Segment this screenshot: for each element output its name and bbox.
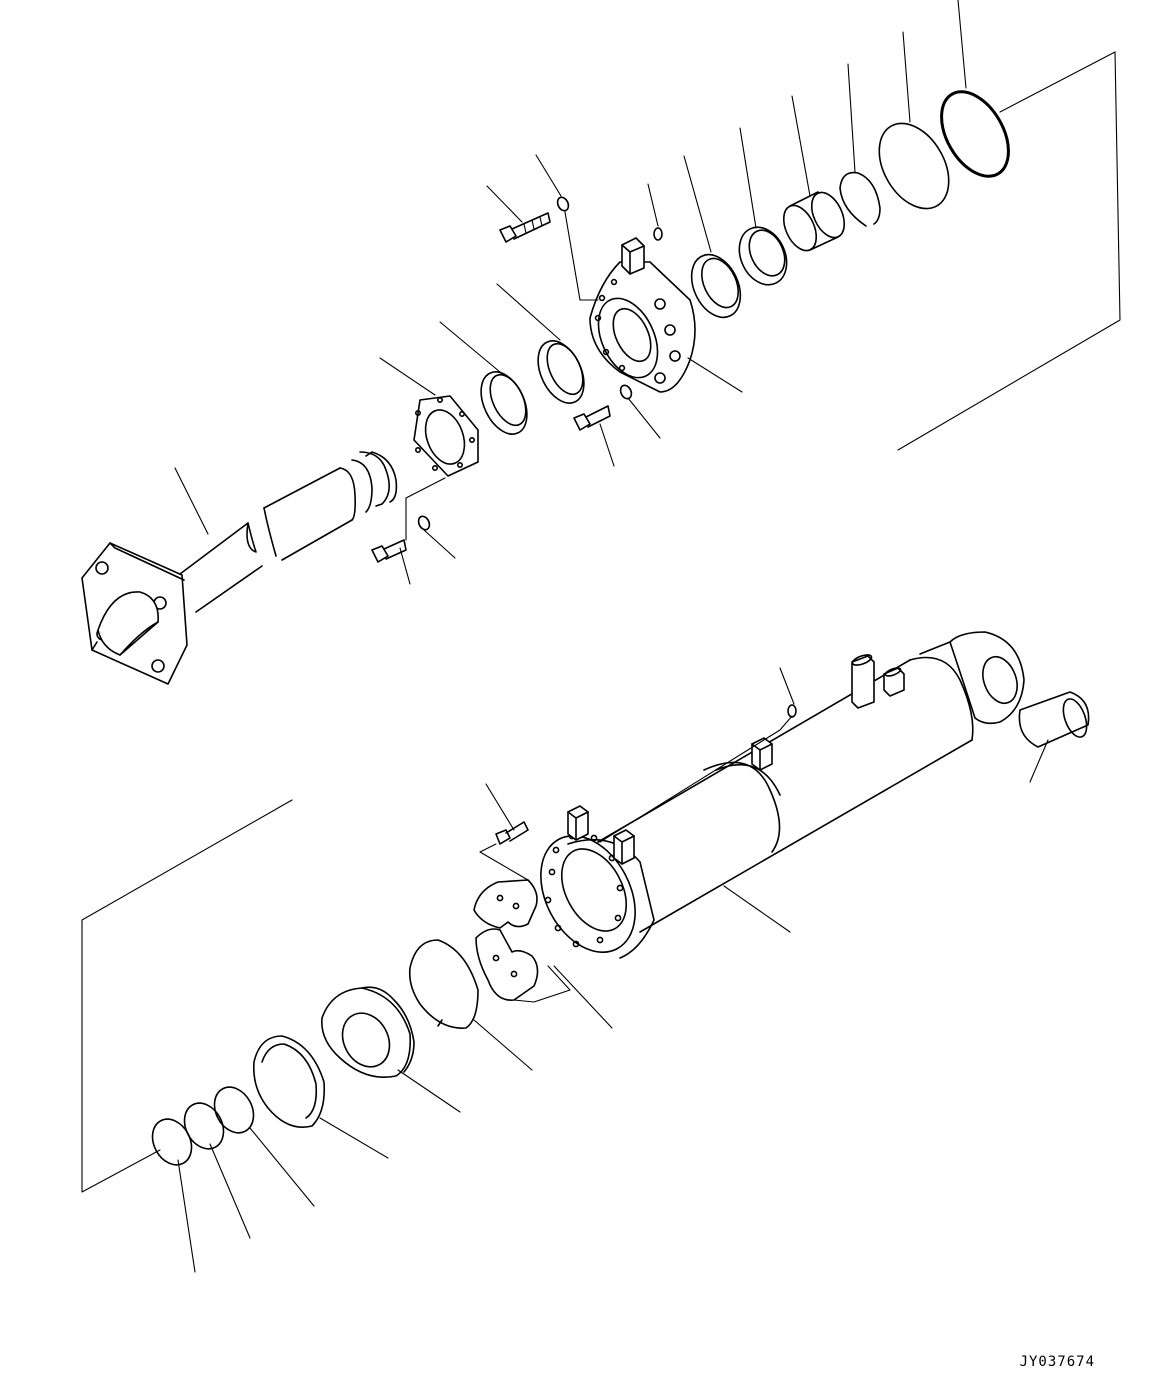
snap-ring (840, 173, 880, 226)
lower-assembly-bracket (82, 800, 292, 1192)
cylinder-tube (522, 632, 1024, 968)
o-ring-small-2 (177, 1096, 231, 1155)
o-ring-large (928, 80, 1022, 188)
flange-bolt (372, 540, 406, 562)
head-seal-ring-2 (730, 220, 795, 293)
washer-3 (417, 515, 432, 532)
head-seal-ring-1 (682, 247, 750, 325)
cylinder-head (587, 238, 695, 392)
washer-2 (619, 384, 634, 401)
rod-seal-ring-1 (472, 365, 536, 442)
head-bolt-2 (574, 406, 610, 430)
backup-ring-1 (865, 111, 963, 221)
upper-assembly-bracket (898, 52, 1120, 450)
lower-leader-lines (178, 668, 1048, 1272)
wear-ring-lower (410, 940, 478, 1028)
tube-bolt (496, 822, 528, 844)
grease-ball-2 (788, 705, 796, 717)
o-ring-small-3 (145, 1112, 199, 1171)
washer-1 (556, 196, 571, 213)
retainer-upper (474, 880, 537, 928)
rod-seal-ring-2 (529, 334, 593, 411)
flange-plate (414, 396, 478, 476)
clevis-bushing (1019, 692, 1091, 747)
head-bushing (777, 187, 851, 255)
head-bolt-1 (500, 213, 550, 242)
grease-ball (654, 228, 662, 240)
piston-seal (254, 1036, 324, 1127)
retainer-lower (476, 929, 538, 1000)
upper-leader-lines (175, 0, 966, 584)
piston-rod (82, 452, 396, 684)
drawing-code: JY037674 (1019, 1354, 1095, 1370)
piston (322, 987, 414, 1077)
o-ring-small-1 (207, 1080, 261, 1139)
